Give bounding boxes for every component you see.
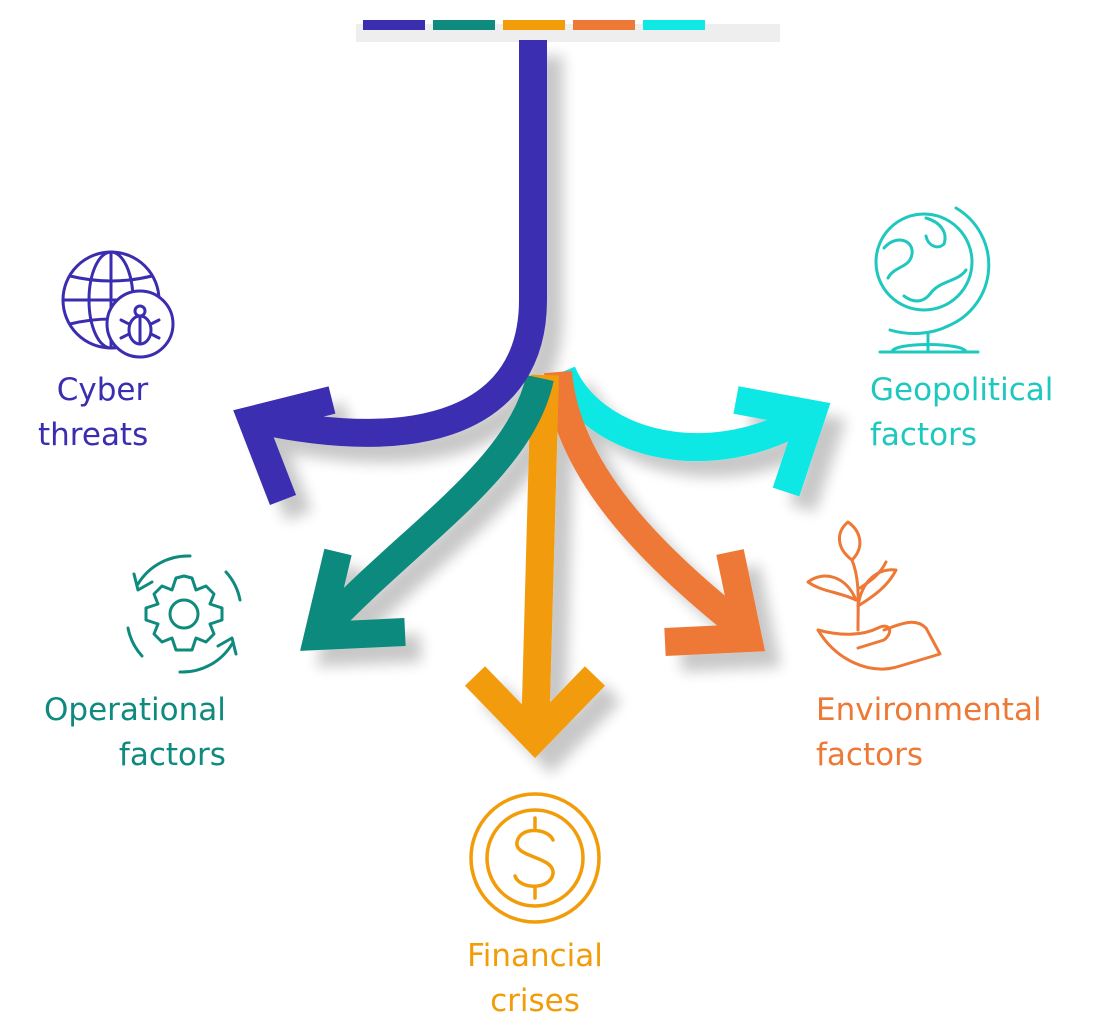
arrowhead-cyber [233, 386, 336, 506]
label-cyber: Cyber threats [38, 368, 148, 458]
label-operational-line1: Operational [44, 692, 226, 728]
globe-bug-icon [61, 250, 175, 359]
label-geopolitical: Geopolitical factors [870, 368, 1053, 458]
palette-bar [356, 20, 780, 42]
label-cyber-line1: Cyber [56, 372, 149, 408]
arrow-cyber [255, 40, 547, 447]
label-operational: Operational factors [44, 688, 226, 778]
arrowhead-environmental [664, 549, 766, 656]
arrow-environmental [544, 370, 754, 641]
arrow-operational [309, 374, 554, 642]
plant-hand-icon [806, 520, 942, 671]
arrowhead-geopolitical [733, 386, 831, 497]
palette-swatch-environmental [573, 20, 635, 30]
label-cyber-line2: threats [38, 417, 149, 453]
label-financial-line2: crises [490, 983, 580, 1019]
arrowhead-financial [464, 666, 606, 759]
label-environmental-line1: Environmental [816, 692, 1042, 728]
label-environmental-line2: factors [816, 737, 923, 773]
desk-globe-icon [874, 206, 991, 354]
label-geopolitical-line1: Geopolitical [870, 372, 1054, 408]
palette-swatch-cyber [363, 20, 425, 30]
label-operational-line2: factors [118, 737, 226, 773]
arrow-financial [521, 374, 559, 739]
palette-swatch-geopolitical [643, 20, 705, 30]
dollar-coin-icon [469, 792, 601, 924]
label-financial: Financial crises [435, 934, 635, 1024]
arrowhead-operational [300, 548, 406, 651]
label-environmental: Environmental factors [816, 688, 1042, 778]
gear-cycle-icon [126, 554, 242, 674]
label-geopolitical-line2: factors [870, 417, 977, 453]
palette-swatch-financial [503, 20, 565, 30]
palette-swatch-operational [433, 20, 495, 30]
label-financial-line1: Financial [467, 938, 603, 974]
arrows [233, 40, 831, 759]
arrow-geopolitical [549, 366, 807, 462]
